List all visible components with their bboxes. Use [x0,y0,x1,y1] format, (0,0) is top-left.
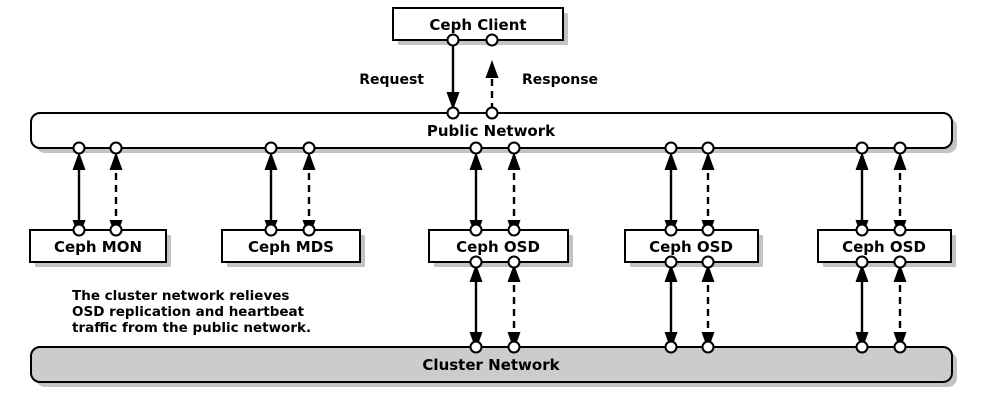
osd2-public-dashed-arrow-up [701,152,715,170]
public-network-top-port-request [446,106,460,120]
cluster-network-port-osd3-dashed [893,340,907,354]
osd1-public-dashed-arrow-up [507,152,521,170]
cluster-network-port-osd3-solid [855,340,869,354]
ceph-mon-node[interactable]: Ceph MON [29,223,167,263]
request-arrowhead-down [446,92,460,110]
cluster-network-label: Cluster Network [422,356,560,374]
public-network-port-mds-solid [264,141,278,155]
cluster-network-rect[interactable] [30,346,953,383]
osd1-cluster-dashed-arrow-up [507,264,521,282]
ceph-osd-2-top-port-dashed [701,223,715,237]
ceph-mon-top-port-dashed [109,223,123,237]
client-to-public-links [446,40,499,110]
ceph-client-port-request [446,33,460,47]
ceph-osd-3-bottom-port-solid [855,255,869,269]
mon-public-dashed-arrow-up [109,152,123,170]
note-line-3: traffic from the public network. [72,320,311,336]
ceph-mds-node[interactable]: Ceph MDS [221,223,361,263]
ceph-osd-3-box[interactable] [817,229,952,263]
ceph-mon-top-port-solid [72,223,86,237]
mon-public-arrow-up [72,152,86,170]
ceph-mds-top-port-dashed [302,223,316,237]
ceph-client-label: Ceph Client [429,16,526,34]
cluster-network-port-osd2-solid [664,340,678,354]
ceph-osd-2-label: Ceph OSD [649,238,733,256]
ceph-osd-1-label: Ceph OSD [456,238,540,256]
public-to-daemon-links [72,152,907,238]
public-network-port-osd3-solid [855,141,869,155]
ceph-osd-3-top-port-solid [855,223,869,237]
osd1-cluster-arrow-up [469,264,483,282]
public-network-top-port-response [485,106,499,120]
public-network-port-osd3-dashed [893,141,907,155]
ceph-osd-2-box[interactable] [624,229,759,263]
ceph-osd-2-top-port-solid [664,223,678,237]
cluster-network-note: The cluster network relieves OSD replica… [72,288,311,336]
ceph-client-node[interactable]: Ceph Client [392,7,564,47]
osd3-public-dashed-arrow-up [893,152,907,170]
ceph-client-port-response [485,33,499,47]
ceph-osd-3-node[interactable]: Ceph OSD [817,223,952,269]
ceph-osd-1-bottom-port-solid [469,255,483,269]
ceph-osd-1-top-port-dashed [507,223,521,237]
osd1-public-arrow-up [469,152,483,170]
note-line-2: OSD replication and heartbeat [72,304,305,320]
cluster-network-port-osd2-dashed [701,340,715,354]
ceph-mds-label: Ceph MDS [248,238,334,256]
public-network-port-mds-dashed [302,141,316,155]
osd2-public-arrow-up [664,152,678,170]
public-network-port-osd2-solid [664,141,678,155]
public-network-bar[interactable]: Public Network [30,106,953,155]
osd2-cluster-dashed-arrow-up [701,264,715,282]
public-network-port-osd1-dashed [507,141,521,155]
cluster-network-port-osd1-solid [469,340,483,354]
osd3-cluster-arrow-up [855,264,869,282]
ceph-osd-1-top-port-solid [469,223,483,237]
ceph-osd-3-top-port-dashed [893,223,907,237]
osd-to-cluster-links [469,264,907,350]
ceph-mon-label: Ceph MON [54,238,142,256]
cluster-network-bar[interactable]: Cluster Network [30,340,953,383]
ceph-mds-top-port-solid [264,223,278,237]
ceph-osd-1-box[interactable] [428,229,569,263]
ceph-client-box[interactable] [392,7,564,41]
ceph-osd-2-node[interactable]: Ceph OSD [624,223,759,269]
ceph-osd-1-bottom-port-dashed [507,255,521,269]
request-label: Request [359,72,424,88]
ceph-osd-2-bottom-port-solid [664,255,678,269]
public-network-port-osd2-dashed [701,141,715,155]
response-arrowhead-up [485,60,499,78]
ceph-osd-3-bottom-port-dashed [893,255,907,269]
ceph-osd-3-label: Ceph OSD [842,238,926,256]
osd2-cluster-arrow-up [664,264,678,282]
public-network-port-mon-solid [72,141,86,155]
response-label: Response [522,72,598,88]
public-network-port-osd1-solid [469,141,483,155]
ceph-mds-box[interactable] [221,229,361,263]
ceph-osd-2-bottom-port-dashed [701,255,715,269]
note-line-1: The cluster network relieves [72,288,289,304]
cluster-network-port-osd1-dashed [507,340,521,354]
mds-public-dashed-arrow-up [302,152,316,170]
public-network-port-mon-dashed [109,141,123,155]
ceph-mon-box[interactable] [29,229,167,263]
osd3-public-arrow-up [855,152,869,170]
ceph-osd-1-node[interactable]: Ceph OSD [428,223,569,269]
public-network-label: Public Network [427,122,556,140]
mds-public-arrow-up [264,152,278,170]
osd3-cluster-dashed-arrow-up [893,264,907,282]
